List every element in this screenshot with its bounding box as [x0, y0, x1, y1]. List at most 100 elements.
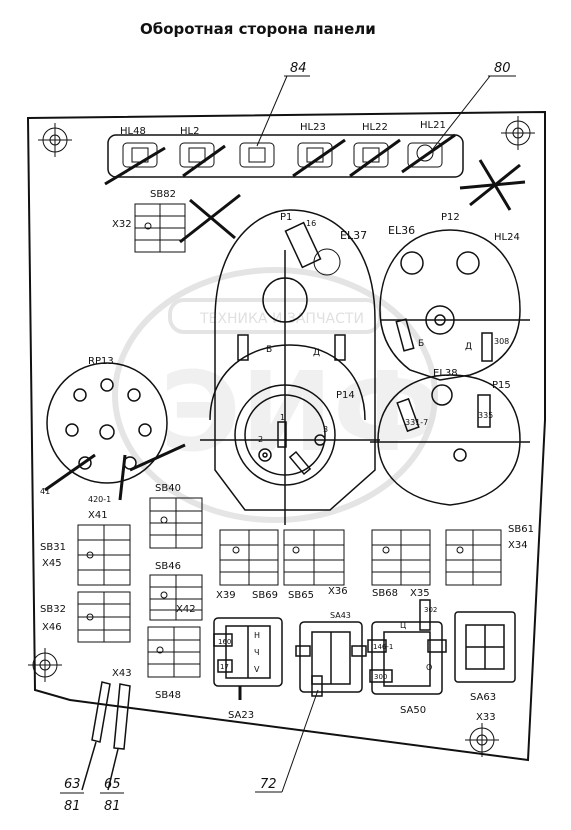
- panel-outline: [26, 110, 546, 762]
- watermark-text: ТЕХНИКА И ЗАПЧАСТИ: [199, 311, 364, 327]
- tag-17: 17: [220, 663, 229, 671]
- label-hl21: HL21: [420, 120, 446, 131]
- switch-sa63: [454, 611, 516, 683]
- tag-331-7: 331-7: [405, 418, 428, 427]
- tag-308: 308: [494, 337, 509, 346]
- label-el37: EL37: [340, 229, 367, 242]
- tag-sa43: SA43: [330, 611, 351, 620]
- label-x32: X32: [112, 219, 132, 230]
- tag-302: 302: [424, 606, 437, 614]
- label-sb40: SB40: [155, 483, 181, 494]
- tag-l: Ц: [400, 621, 406, 630]
- cable-x43: [81, 681, 131, 791]
- switch-sb69: [219, 529, 279, 586]
- label-el36: EL36: [388, 224, 415, 237]
- tag-1: 1: [280, 413, 285, 422]
- gauge-p1-p14: [200, 209, 380, 525]
- watermark: ТЕХНИКА И ЗАПЧАСТИ ЭИФ: [112, 267, 442, 523]
- switch-sb46: [149, 574, 203, 621]
- label-p14: P14: [336, 390, 355, 401]
- label-x34: X34: [508, 540, 528, 551]
- wire-bundle: [459, 159, 526, 211]
- label-hl2: HL2: [180, 126, 199, 137]
- resistor-rp13: [44, 362, 186, 501]
- tag-d1: Д: [313, 348, 320, 358]
- lamp-hl48: [104, 142, 166, 186]
- label-sb65: SB65: [288, 590, 314, 601]
- lamp-strip: [107, 134, 464, 178]
- label-sb48: SB48: [155, 690, 181, 701]
- label-sb46: SB46: [155, 561, 181, 572]
- tag-b2: Б: [418, 339, 424, 349]
- label-rp13: RP13: [88, 356, 114, 367]
- callout-81a: 81: [64, 799, 81, 814]
- label-x45: X45: [42, 558, 62, 569]
- tag-o: О: [426, 663, 432, 672]
- label-sa50: SA50: [400, 705, 426, 716]
- lamp-hl22: [349, 138, 401, 178]
- label-p15: P15: [492, 380, 511, 391]
- label-el38: EL38: [433, 368, 458, 379]
- label-sb68: SB68: [372, 588, 398, 599]
- tag-2: 2: [258, 435, 263, 444]
- tag-300: 300: [374, 673, 387, 681]
- switch-sb68: [371, 529, 431, 586]
- tag-41: 41: [40, 487, 50, 496]
- tag-160: 160: [218, 638, 231, 646]
- switch-sa43: [295, 621, 367, 697]
- label-x33: X33: [476, 712, 496, 723]
- label-hl22: HL22: [362, 122, 388, 133]
- label-sb31: SB31: [40, 542, 66, 553]
- label-hl48: HL48: [120, 126, 146, 137]
- mounting-hole: [38, 123, 72, 157]
- lamp-hl21: [401, 133, 456, 174]
- watermark-logo: ЭИФ: [160, 348, 442, 476]
- switch-sb40: [149, 497, 203, 549]
- lamp-hl23: [292, 138, 346, 178]
- page-title: Оборотная сторона панели: [140, 20, 376, 38]
- label-sb82: SB82: [150, 189, 176, 200]
- callout-81b: 81: [104, 799, 121, 814]
- mounting-hole: [501, 116, 535, 150]
- label-sa23: SA23: [228, 710, 254, 721]
- label-hl24: HL24: [494, 232, 520, 243]
- mounting-hole: [28, 648, 62, 682]
- label-x39: X39: [216, 590, 236, 601]
- label-x43: X43: [112, 668, 132, 679]
- leader-80-line: [431, 75, 491, 151]
- label-sb69: SB69: [252, 590, 278, 601]
- lamp-hl2: [179, 142, 226, 178]
- switch-sb32: [77, 591, 131, 643]
- switch-sb31: [77, 524, 131, 586]
- switch-sa50: [367, 599, 447, 695]
- switch-sa23: [213, 617, 283, 700]
- tag-d2: Д: [465, 342, 472, 352]
- tag-3: 3: [323, 425, 328, 434]
- switch-sb61: [445, 529, 502, 586]
- callout-84: 84: [290, 61, 307, 76]
- label-x46: X46: [42, 622, 62, 633]
- label-p1: P1: [280, 212, 292, 223]
- switch-sb82: [134, 193, 241, 253]
- lamp-el37: [313, 248, 341, 276]
- label-x42: X42: [176, 604, 196, 615]
- mounting-hole: [465, 723, 499, 757]
- callout-80: 80: [494, 61, 511, 76]
- label-p12: P12: [441, 212, 460, 223]
- tag-u: Ч: [254, 648, 259, 657]
- switch-sb65: [283, 529, 345, 586]
- tag-h: Н: [254, 631, 260, 640]
- tag-335: 335: [478, 411, 493, 420]
- label-sa63: SA63: [470, 692, 496, 703]
- label-hl23: HL23: [300, 122, 326, 133]
- switch-sb48: [147, 626, 201, 678]
- callout-63: 63: [64, 777, 81, 792]
- tag-v: V: [254, 665, 260, 674]
- callout-65: 65: [104, 777, 121, 792]
- tag-420-1: 420-1: [88, 495, 111, 504]
- leader-84-line: [256, 75, 288, 147]
- callout-72: 72: [260, 777, 277, 792]
- lamp-84: [239, 142, 275, 168]
- tag-16: 16: [306, 219, 316, 228]
- gauge-p12: [379, 229, 530, 381]
